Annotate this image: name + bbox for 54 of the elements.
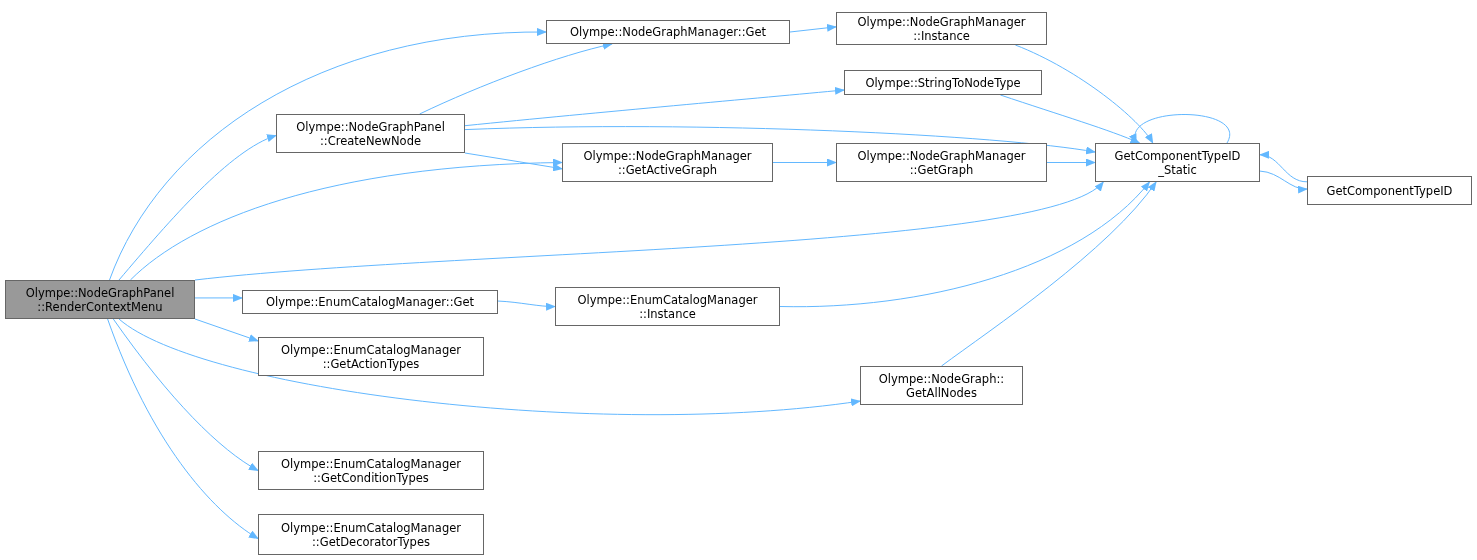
function-name: Olympe::NodeGraph:: GetAllNodes — [877, 371, 1006, 400]
function-box — [555, 287, 780, 326]
call-arrow — [1046, 158, 1096, 167]
function-box — [276, 114, 465, 153]
function-name: Olympe::NodeGraphPanel ::CreateNewNode — [295, 119, 446, 148]
call-arrow — [1259, 170, 1308, 193]
call-arrow — [194, 293, 243, 302]
call-arrow — [118, 318, 861, 416]
function-box — [5, 280, 195, 319]
function-box — [258, 337, 484, 376]
call-arrow — [779, 181, 1151, 307]
function-box — [258, 514, 484, 555]
function-name: Olympe::NodeGraphManager::Get — [569, 25, 767, 39]
function-box — [562, 143, 773, 182]
call-arrow — [789, 23, 837, 33]
call-arrow — [129, 158, 563, 281]
function-name: Olympe::NodeGraphManager ::GetGraph — [856, 148, 1027, 177]
function-box — [860, 366, 1023, 405]
call-arrow — [464, 86, 845, 127]
call-arrow — [772, 158, 837, 167]
function-name: Olympe::NodeGraphPanel ::RenderContextMenu — [24, 285, 176, 314]
function-box — [242, 290, 498, 314]
function-box — [546, 20, 790, 44]
function-name: Olympe::NodeGraphManager ::GetActiveGraph — [582, 148, 753, 177]
function-box — [1307, 176, 1472, 205]
call-arrow — [194, 181, 1105, 281]
function-name: GetComponentTypeID _Static — [1113, 148, 1242, 177]
call-arrow — [118, 134, 277, 281]
function-name: Olympe::StringToNodeType — [865, 75, 1021, 90]
function-box — [836, 143, 1047, 182]
function-box — [258, 451, 484, 490]
call-arrow — [1131, 114, 1231, 144]
function-name: Olympe::EnumCatalogManager ::GetConditionTypes — [280, 456, 462, 485]
call-arrow — [1014, 44, 1154, 144]
function-box — [836, 12, 1047, 45]
call-arrow — [1259, 151, 1308, 183]
call-arrow — [194, 318, 259, 342]
call-arrow — [107, 318, 259, 540]
call-arrow — [497, 300, 556, 311]
function-box — [844, 70, 1042, 95]
call-arrow — [999, 94, 1141, 144]
function-box — [1095, 143, 1260, 182]
function-name: Olympe::EnumCatalogManager ::GetActionTypes — [280, 342, 462, 371]
function-name: Olympe::EnumCatalogManager::Get — [265, 295, 474, 309]
call-arrow — [941, 181, 1157, 367]
function-name: Olympe::EnumCatalogManager ::GetDecoratorTypes — [280, 520, 462, 549]
call-arrow — [112, 318, 259, 471]
call-arrow — [464, 126, 1096, 155]
function-name: Olympe::NodeGraphManager ::Instance — [856, 14, 1027, 43]
function-name: GetComponentTypeID — [1326, 183, 1453, 198]
call-arrow — [419, 42, 613, 115]
function-name: Olympe::EnumCatalogManager ::Instance — [576, 292, 759, 321]
call-arrow — [109, 28, 547, 281]
call-arrow — [464, 152, 563, 172]
